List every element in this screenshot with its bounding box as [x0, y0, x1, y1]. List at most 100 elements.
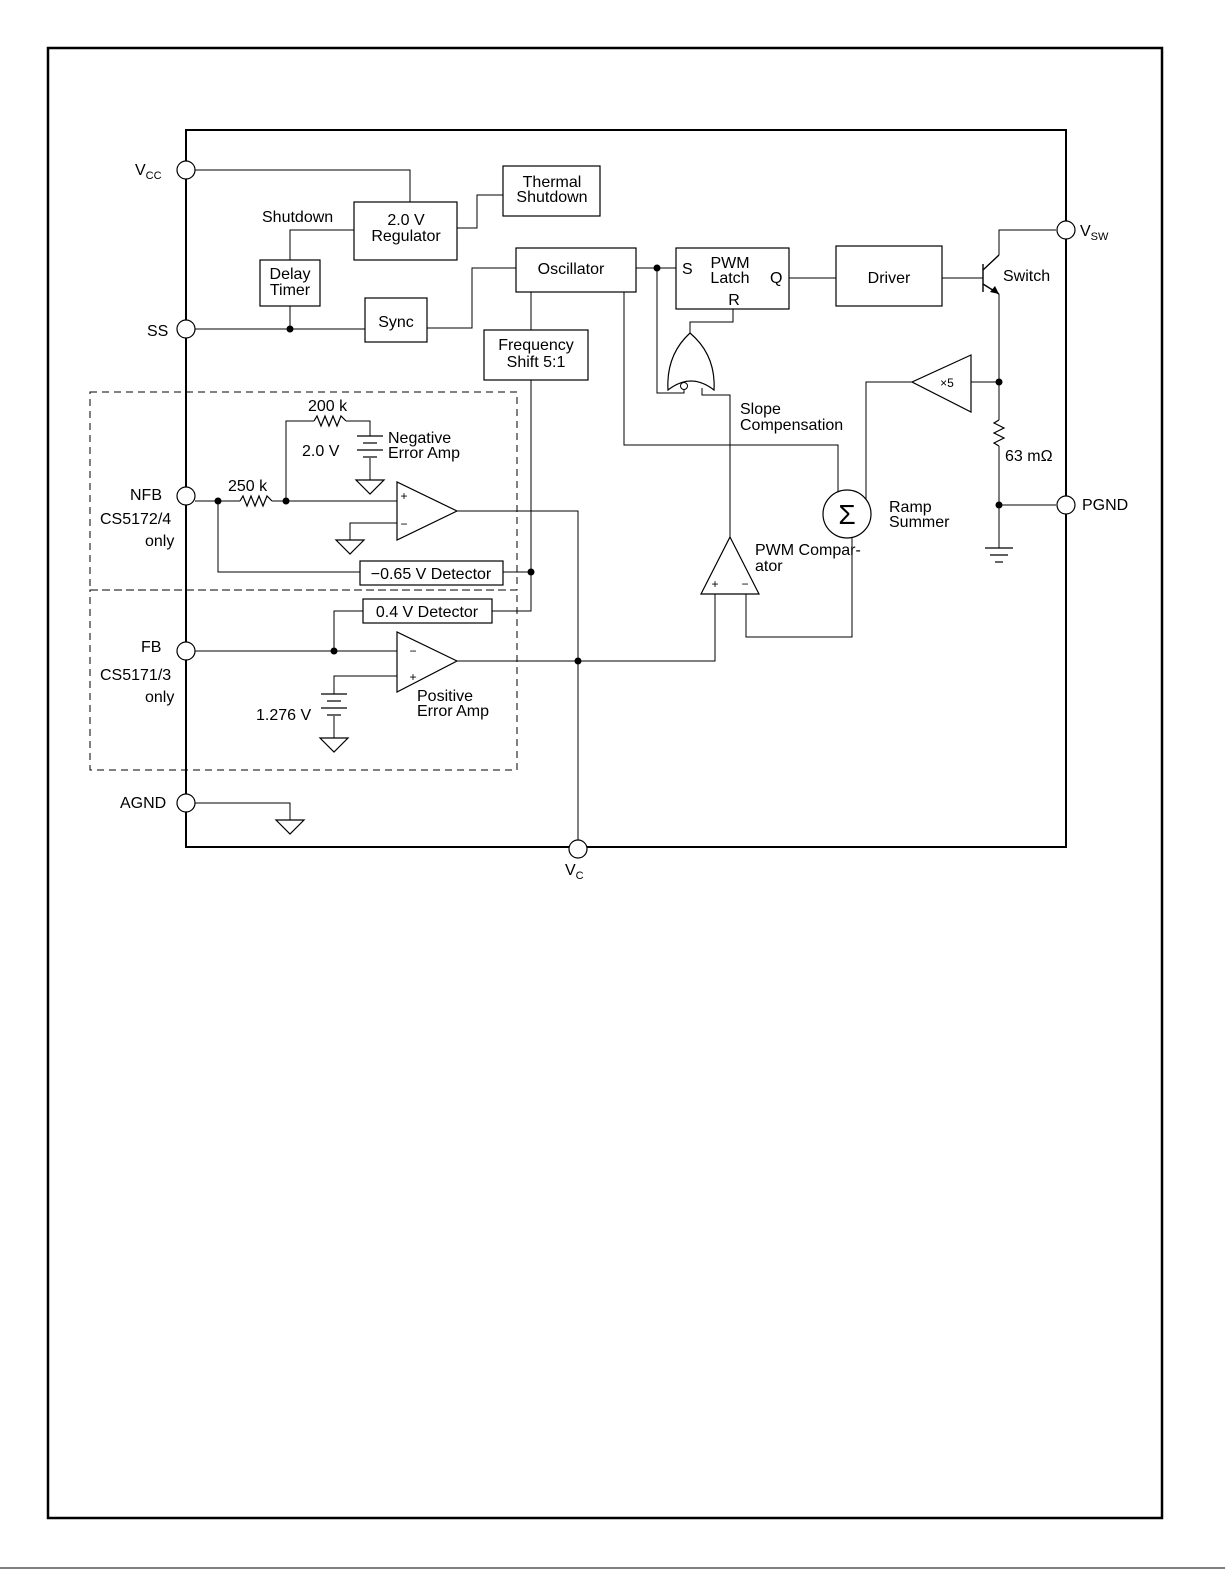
wire-x5-out	[865, 381, 912, 505]
ramp-summer-symbol: Σ	[838, 499, 855, 530]
wires	[195, 169, 1056, 840]
thermal-shutdown-label-1: Thermal	[523, 174, 582, 191]
x5-amplifier	[910, 354, 972, 413]
ground-arrow-icon	[334, 539, 366, 555]
negative-error-amp	[396, 481, 459, 541]
ramp-summer-label-2: Summer	[889, 514, 950, 531]
junction-dot	[653, 264, 661, 272]
ref-1276v-label: 1.276 V	[256, 707, 311, 724]
nor-gate	[667, 332, 715, 392]
latch-r-label: R	[728, 292, 740, 309]
thermal-shutdown-block	[502, 165, 601, 217]
pin-nfb	[176, 486, 196, 506]
negative-error-amp-label-2: Error Amp	[388, 445, 460, 462]
positive-amp-minus: −	[409, 644, 416, 658]
ref-2v-label: 2.0 V	[302, 443, 340, 460]
pin-label-vc: VC	[565, 862, 584, 882]
junction-dot	[995, 501, 1003, 509]
delay-timer-label-1: Delay	[270, 266, 311, 283]
wire-200k-out	[346, 420, 371, 436]
junction-dot	[286, 325, 294, 333]
regulator-label-2: Regulator	[371, 228, 441, 245]
pgnd-ground-icon	[985, 547, 1013, 563]
oscillator-label: Oscillator	[538, 261, 605, 278]
oscillator-block	[515, 247, 637, 293]
pin-label-pgnd: PGND	[1082, 497, 1128, 514]
ramp-summer	[822, 489, 872, 539]
battery-1276v-icon	[321, 693, 347, 716]
pwm-latch-label-2: Latch	[710, 270, 749, 287]
pin-agnd	[176, 793, 196, 813]
pwm-comparator-minus: −	[741, 577, 748, 591]
wire-posamp-out	[457, 594, 716, 662]
junction-dot	[214, 497, 222, 505]
slope-compensation-label-2: Compensation	[740, 417, 843, 434]
pins	[176, 160, 1076, 859]
wire-nfb-detect	[217, 501, 360, 573]
wire-posamp-plus	[333, 675, 397, 694]
wire-s-nor	[656, 268, 685, 394]
positive-error-amp-label-2: Error Amp	[417, 703, 489, 720]
pin-note-nfb-2: only	[145, 533, 174, 550]
ground-arrow-icon	[354, 479, 386, 495]
wire-nor-r	[689, 309, 734, 333]
pin-vsw	[1056, 220, 1076, 240]
sync-block	[364, 297, 428, 343]
wire-thermal	[457, 194, 503, 229]
sense-resistor	[992, 419, 1006, 447]
pin-fb	[176, 641, 196, 661]
delay-timer-block	[259, 259, 321, 307]
latch-q-label: Q	[770, 270, 782, 287]
latch-s-label: S	[682, 261, 693, 278]
frequency-shift-label-2: Shift 5:1	[507, 354, 566, 371]
junction-dot	[527, 568, 535, 576]
junction-dot	[330, 647, 338, 655]
pin-label-agnd: AGND	[120, 795, 166, 812]
wire-slope	[623, 292, 839, 492]
negative-amp-minus: −	[400, 517, 407, 531]
wire-summer-comp	[745, 536, 853, 638]
switch-transistor	[982, 254, 1000, 295]
thermal-shutdown-label-2: Shutdown	[516, 189, 587, 206]
pos-detector-block	[362, 598, 493, 624]
resistor-250k	[239, 494, 273, 508]
pwm-latch-block	[675, 247, 790, 310]
pin-label-ss: SS	[147, 323, 168, 340]
ground-arrow-icon	[318, 737, 350, 753]
negative-error-amp-label-1: Negative	[388, 430, 451, 447]
neg-detector-label: −0.65 V Detector	[371, 566, 492, 583]
resistor-200k	[313, 414, 347, 428]
positive-error-amp	[396, 631, 459, 693]
positive-error-amp-label-1: Positive	[417, 688, 473, 705]
regulator-block	[353, 201, 458, 261]
wire-sync-osc	[427, 267, 516, 329]
option-regions	[89, 391, 518, 771]
pin-label-vsw: VSW	[1080, 223, 1109, 243]
switch-emitter-arrow	[990, 286, 999, 294]
neg-detector-block	[359, 560, 504, 586]
pin-note-nfb-1: CS5172/4	[100, 511, 171, 528]
junction-dot	[282, 497, 290, 505]
junction-dot	[995, 378, 1003, 386]
junctions	[214, 264, 1003, 665]
wire-vcc	[195, 169, 411, 202]
delay-timer-label-2: Timer	[270, 282, 311, 299]
x5-amplifier-label: ×5	[940, 376, 954, 390]
sync-label: Sync	[378, 314, 414, 331]
pin-vcc	[176, 160, 196, 180]
frequency-shift-label-1: Frequency	[498, 337, 574, 354]
pwm-latch-label-1: PWM	[710, 255, 749, 272]
driver-label: Driver	[868, 270, 911, 287]
agnd-ground-icon	[274, 819, 306, 835]
page-frame	[46, 46, 1164, 1520]
regulator-label-1: 2.0 V	[387, 212, 425, 229]
pin-label-fb: FB	[141, 639, 161, 656]
wire-agnd	[195, 802, 291, 820]
pin-vc	[568, 839, 588, 859]
ramp-summer-label-1: Ramp	[889, 499, 932, 516]
wire-comp-nor	[701, 388, 731, 537]
pin-pgnd	[1056, 495, 1076, 515]
junction-dot	[574, 657, 582, 665]
pin-label-nfb: NFB	[130, 487, 162, 504]
fb-option-region	[89, 589, 518, 771]
